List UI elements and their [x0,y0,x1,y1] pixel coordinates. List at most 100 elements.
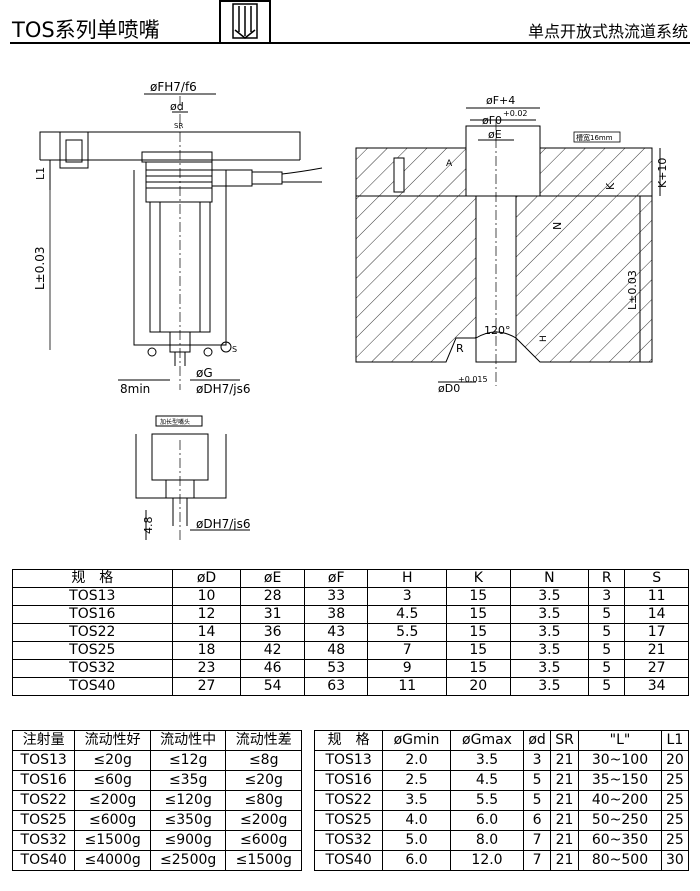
table-cell: ≤350g [149,810,227,831]
column-header: øF [303,569,369,588]
table-cell: 5 [588,677,626,696]
column-header: L1 [660,730,690,751]
table-cell: ≤200g [74,790,151,811]
label-angle: 120° [484,324,511,337]
table-cell: 5 [588,605,626,624]
column-header: S [624,569,689,588]
table-cell: 3 [523,750,551,771]
mold-cross-section [355,107,661,386]
table-cell: TOS22 [12,623,173,642]
table-cell: 2.0 [382,750,451,771]
table-cell: 3.5 [509,623,590,642]
table-cell: ≤1500g [225,850,302,871]
table-cell: 38 [303,605,369,624]
table-cell: 46 [240,659,305,678]
label-g: øG [196,366,213,380]
table-cell: 6 [523,810,551,831]
table-cell: 3.5 [509,677,590,696]
table-cell: TOS40 [11,850,76,871]
table-cell: 5 [523,770,551,791]
table-cell: TOS13 [11,750,76,771]
table-cell: 20 [660,750,690,771]
table-cell: 12.0 [449,850,525,871]
label-groove: 槽宽16mm [576,133,613,142]
label-a: A [446,159,453,169]
table-cell: ≤600g [225,830,302,851]
table-cell: ≤8g [225,750,302,771]
table-cell: 7 [523,850,551,871]
label-d-small: ød [170,100,184,113]
label-k10: K+10 [656,158,669,188]
column-header: 流动性中 [149,730,227,751]
label-sr: SR [174,122,183,130]
table-cell: 5 [588,659,626,678]
table-cell: 15 [446,587,511,606]
label-f0: øF0 [482,114,502,127]
table-cell: 5.5 [449,790,525,811]
label-s-mark: S [232,345,237,354]
table-cell: 15 [446,659,511,678]
label-l1: L1 [34,167,47,180]
table-cell: 4.5 [449,770,525,791]
table-cell: 11 [624,587,689,606]
table-cell: 48 [303,641,369,660]
table-cell: 50~250 [578,810,662,831]
table-cell: 30 [660,850,690,871]
table-cell: 3.5 [509,641,590,660]
table-cell: 21 [549,830,580,851]
table-cell: ≤900g [149,830,227,851]
header-rule-left [10,42,219,44]
table-cell: 8.0 [449,830,525,851]
table-cell: 80~500 [578,850,662,871]
table-cell: 7 [367,641,448,660]
table-row: TOS25≤600g≤350g≤200g [11,810,302,831]
table-cell: 60~350 [578,830,662,851]
table-cell: 14 [171,623,242,642]
column-header: øE [240,569,305,588]
table-cell: TOS22 [313,790,384,811]
table-cell: 5 [588,623,626,642]
table-cell: ≤200g [225,810,302,831]
table-cell: 5.5 [367,623,448,642]
table-cell: ≤20g [225,770,302,791]
table-cell: 31 [240,605,305,624]
table-cell: TOS22 [11,790,76,811]
table-cell: 3 [367,587,448,606]
table-cell: TOS16 [313,770,384,791]
table-cell: 25 [660,770,690,791]
table-cell: TOS40 [12,677,173,696]
label-8min: 8min [120,382,150,396]
table-cell: 3 [588,587,626,606]
table-cell: 18 [171,641,242,660]
column-header: R [588,569,626,588]
label-k: K [604,182,617,190]
table-cell: TOS25 [11,810,76,831]
label-fh7: øFH7/f6 [150,80,197,94]
table-cell: 42 [240,641,305,660]
table-cell: 11 [367,677,448,696]
column-header: 规 格 [313,730,384,751]
table-cell: 15 [446,605,511,624]
label-f4-tol: +0.02 [503,109,528,118]
table-cell: 14 [624,605,689,624]
label-e: øE [488,128,502,141]
table-cell: ≤80g [225,790,302,811]
table-cell: ≤600g [74,810,151,831]
column-header: øGmax [449,730,525,751]
table-cell: 21 [549,850,580,871]
table-cell: 15 [446,623,511,642]
table-cell: 5 [588,641,626,660]
